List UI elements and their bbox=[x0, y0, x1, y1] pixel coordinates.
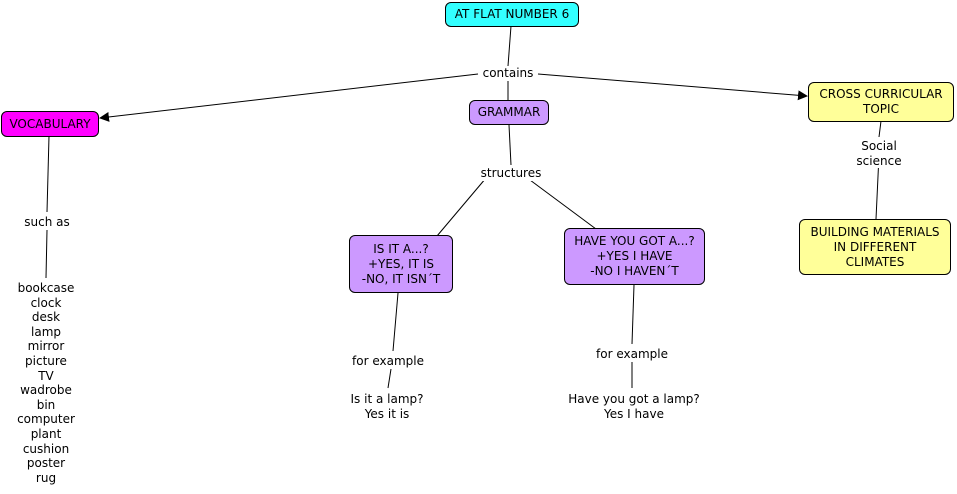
link-contains: contains bbox=[482, 66, 534, 81]
node-is-it-a[interactable]: IS IT A...? +YES, IT IS -NO, IT ISN´T bbox=[349, 235, 453, 293]
line-grammar-structures bbox=[508, 124, 512, 166]
line-suchas-list bbox=[45, 229, 48, 279]
line-cross-social bbox=[878, 120, 882, 138]
line-vocabulary-suchas bbox=[46, 135, 50, 213]
line-example-isit-text bbox=[387, 368, 392, 389]
arrow-to-cross-curricular bbox=[537, 73, 808, 101]
line-root-contains bbox=[507, 25, 512, 67]
example-have-you-got-a-lamp: Have you got a lamp? Yes I have bbox=[568, 392, 700, 422]
vocabulary-word-list: bookcase clock desk lamp mirror picture … bbox=[17, 281, 75, 486]
link-social-science: Social science bbox=[840, 139, 918, 169]
node-grammar[interactable]: GRAMMAR bbox=[469, 100, 549, 125]
link-such-as: such as bbox=[24, 215, 70, 230]
line-isit-example bbox=[392, 292, 399, 352]
node-have-you-got-a[interactable]: HAVE YOU GOT A...? +YES I HAVE -NO I HAV… bbox=[564, 228, 705, 285]
link-structures: structures bbox=[480, 166, 542, 181]
line-structures-haveyou bbox=[529, 179, 597, 230]
link-for-example-1: for example bbox=[352, 354, 424, 369]
node-at-flat-number-6[interactable]: AT FLAT NUMBER 6 bbox=[445, 2, 579, 27]
node-building-materials[interactable]: BUILDING MATERIALS IN DIFFERENT CLIMATES bbox=[799, 219, 951, 275]
arrow-to-vocabulary bbox=[99, 73, 479, 122]
line-structures-isit bbox=[436, 177, 487, 237]
line-haveyou-example bbox=[631, 284, 635, 345]
link-for-example-2: for example bbox=[596, 347, 668, 362]
example-is-it-a-lamp: Is it a lamp? Yes it is bbox=[350, 392, 424, 422]
node-vocabulary[interactable]: VOCABULARY bbox=[1, 111, 99, 137]
node-cross-curricular-topic[interactable]: CROSS CURRICULAR TOPIC bbox=[808, 82, 954, 122]
